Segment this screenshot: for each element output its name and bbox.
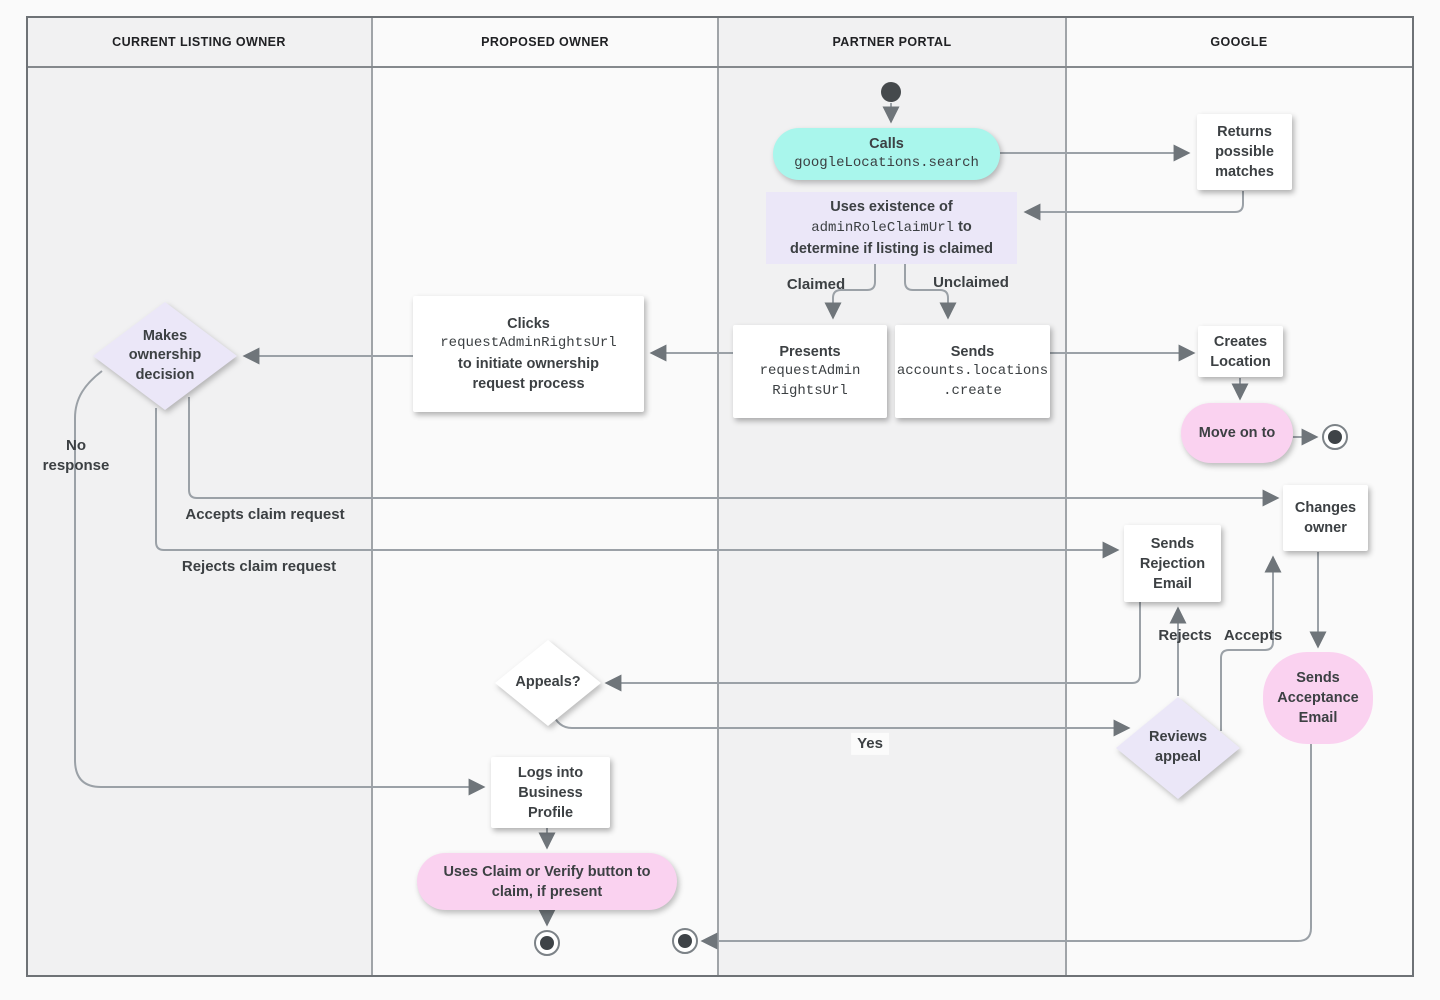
node-title: Sends — [950, 344, 995, 361]
lane-header-proposed-owner: PROPOSED OWNER — [481, 35, 609, 49]
lane-header-google: GOOGLE — [1210, 35, 1268, 49]
edge-label-rejects-claim: Rejects claim request — [181, 557, 337, 575]
node-label: Appeals? — [515, 674, 581, 691]
sends-acceptance-email-node: Sends Acceptance Email — [1263, 652, 1373, 744]
node-code: RightsUrl — [772, 382, 848, 399]
lane-header-partner-portal: PARTNER PORTAL — [832, 35, 952, 49]
edge-label-rejects: Rejects — [1158, 626, 1212, 644]
lane-current-listing-owner — [26, 16, 372, 977]
clicks-request-admin-node: Clicks requestAdminRightsUrl to initiate… — [413, 296, 644, 412]
edge-label-accepts-claim: Accepts claim request — [185, 505, 345, 523]
ownership-decision-diamond: Makes ownership decision — [93, 302, 237, 410]
header-divider — [26, 66, 1414, 68]
node-label: Logs into Business Profile — [517, 764, 584, 821]
calls-google-locations-node: Calls googleLocations.search — [773, 128, 1000, 180]
node-label: Sends Acceptance Email — [1277, 670, 1359, 726]
start-node-icon — [881, 82, 901, 102]
node-label: Sends Rejection Email — [1139, 535, 1206, 592]
edge-rejects-claim — [155, 408, 1120, 559]
node-code: requestAdmin — [759, 363, 861, 380]
creates-location-node: Creates Location — [1198, 326, 1283, 377]
edge-accepts-claim — [188, 397, 1280, 507]
end-node-icon — [534, 930, 560, 956]
edge-no-response — [74, 370, 486, 796]
node-title: Presents — [779, 344, 841, 361]
appeals-diamond: Appeals? — [495, 640, 601, 726]
end-node-icon — [1322, 424, 1348, 450]
edge-uses-unclaimed — [904, 264, 957, 320]
node-label: Makes ownership decision — [128, 327, 202, 383]
lane-separator — [371, 16, 373, 977]
lane-header-current-listing-owner: CURRENT LISTING OWNER — [112, 35, 286, 49]
node-text: to — [954, 219, 972, 236]
lane-separator — [1065, 16, 1067, 977]
node-code: accounts.locations — [896, 363, 1049, 380]
edge-label-unclaimed: Unclaimed — [933, 273, 1009, 291]
lane-separator — [717, 16, 719, 977]
end-node-dot — [1328, 430, 1342, 444]
node-label: Returns possible matches — [1215, 124, 1274, 180]
node-label: Creates Location — [1210, 333, 1271, 370]
changes-owner-node: Changes owner — [1283, 485, 1368, 551]
node-code: .create — [943, 382, 1002, 399]
node-code: adminRoleClaimUrl — [811, 220, 955, 237]
sends-locations-create-node: Sends accounts.locations .create — [895, 325, 1050, 418]
edge-label-no-response: No response — [42, 436, 110, 474]
edge-rejection-to-appeals — [604, 602, 1141, 692]
end-node-icon — [672, 928, 698, 954]
edge-label-yes: Yes — [851, 732, 889, 756]
claim-or-verify-node: Uses Claim or Verify button to claim, if… — [417, 853, 677, 910]
edge-appeals-yes — [551, 711, 1131, 737]
returns-possible-matches-node: Returns possible matches — [1197, 114, 1292, 190]
edge-uses-claimed — [824, 264, 876, 320]
presents-request-admin-node: Presents requestAdmin RightsUrl — [733, 325, 887, 418]
edge-returns-to-uses — [1023, 191, 1244, 221]
node-label: Uses Claim or Verify button to claim, if… — [443, 863, 651, 900]
end-node-dot — [678, 934, 692, 948]
node-label: Changes owner — [1294, 500, 1357, 536]
node-text: determine if listing is claimed — [789, 240, 994, 257]
node-code: requestAdminRightsUrl — [440, 335, 617, 352]
logs-into-business-profile-node: Logs into Business Profile — [491, 757, 610, 828]
edge-review-accepts — [1220, 555, 1282, 731]
node-text: Uses existence of — [830, 199, 953, 216]
end-node-dot — [540, 936, 554, 950]
node-title: Calls — [869, 136, 904, 153]
reviews-appeal-diamond: Reviews appeal — [1116, 697, 1240, 799]
edge-acceptance-to-end — [700, 743, 1312, 950]
move-on-to-node: Move on to — [1181, 403, 1293, 463]
sends-rejection-email-node: Sends Rejection Email — [1124, 525, 1221, 602]
node-label: Move on to — [1198, 425, 1276, 441]
uses-existence-node: Uses existence of adminRoleClaimUrl to d… — [766, 192, 1017, 264]
node-title: Clicks — [507, 316, 550, 333]
edge-label-claimed: Claimed — [786, 275, 846, 293]
node-text: to initiate ownership — [458, 355, 599, 372]
node-code: googleLocations.search — [794, 155, 979, 172]
node-text: request process — [472, 375, 585, 392]
edge-label-accepts: Accepts — [1223, 626, 1283, 644]
node-label: Reviews appeal — [1148, 729, 1208, 765]
